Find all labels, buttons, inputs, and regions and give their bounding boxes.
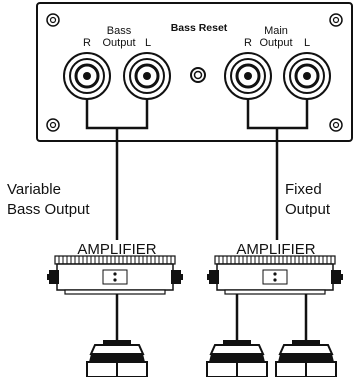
bass-reset-label: Bass Reset: [171, 22, 228, 34]
bass-left-label: L: [145, 37, 151, 49]
bass-output-label-line1: Bass: [107, 25, 132, 37]
bass-left-rca-jack: [123, 52, 171, 100]
left-amplifier-label: AMPLIFIER: [77, 241, 156, 258]
fixed-output-label-line2: Output: [285, 201, 331, 218]
screw-icon: [329, 118, 343, 132]
main-output-label-line2: Output: [259, 37, 292, 49]
screw-icon: [46, 13, 60, 27]
left-speaker-icon: [86, 339, 148, 377]
bass-right-label: R: [83, 37, 91, 49]
bass-right-rca-jack: [63, 52, 111, 100]
main-right-rca-jack: [224, 52, 272, 100]
fixed-output-cable: [246, 99, 309, 240]
right-amplifier-label: AMPLIFIER: [236, 241, 315, 258]
main-right-label: R: [244, 37, 252, 49]
bass-output-label-line2: Output: [102, 37, 135, 49]
screw-icon: [329, 13, 343, 27]
screw-icon: [46, 118, 60, 132]
main-left-label: L: [304, 37, 310, 49]
device-panel: [36, 2, 353, 142]
left-amplifier: [46, 255, 184, 295]
middle-speaker-icon: [206, 339, 268, 377]
main-output-label-line1: Main: [264, 25, 288, 37]
variable-bass-label-line1: Variable: [7, 181, 61, 198]
main-left-rca-jack: [283, 52, 331, 100]
right-speaker-icon: [275, 339, 337, 377]
bass-output-cable: [85, 99, 149, 240]
right-amplifier: [206, 255, 344, 295]
fixed-output-label-line1: Fixed: [285, 181, 322, 198]
bass-reset-button: [190, 67, 206, 83]
variable-bass-label-line2: Bass Output: [7, 201, 90, 218]
